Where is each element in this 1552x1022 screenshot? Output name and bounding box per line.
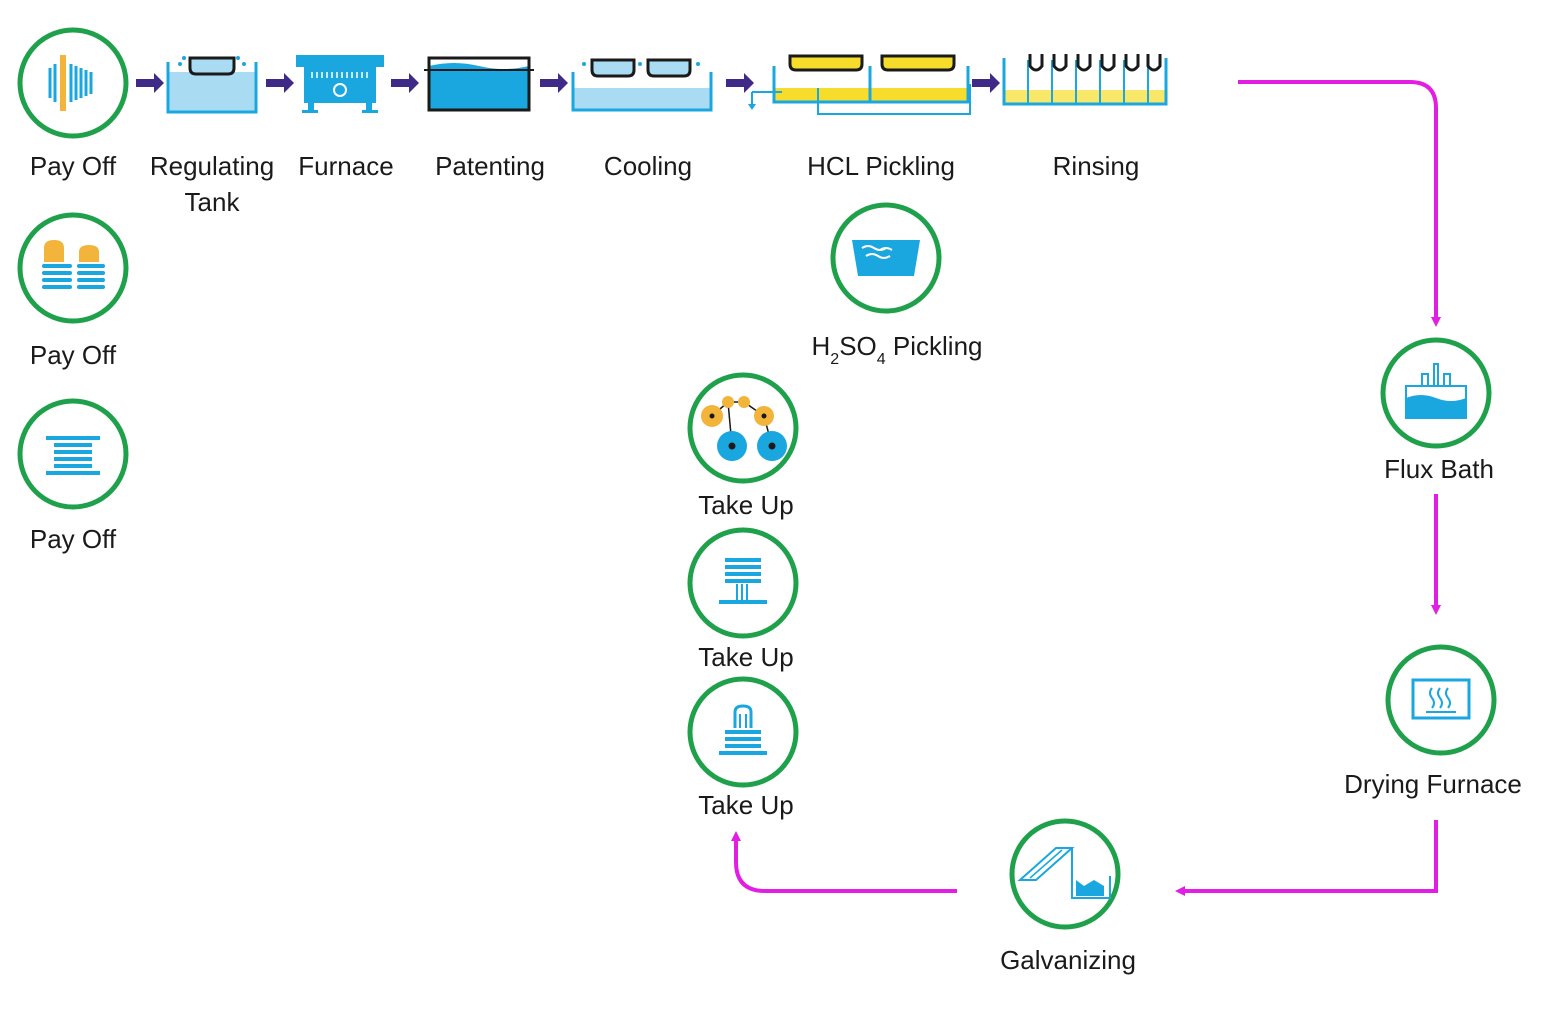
take-up-capstan-icon — [687, 372, 799, 484]
rinsing-label: Rinsing — [1052, 151, 1140, 181]
hcl-pickling-label: HCL Pickling — [807, 151, 955, 181]
patenting-tank-icon — [424, 56, 534, 112]
patenting-label: Patenting — [435, 151, 545, 181]
pay-off-label-3: Pay Off — [29, 524, 117, 554]
hcl-pickling-tank-icon — [748, 54, 971, 115]
regulating-tank-label: Regulating Tank — [149, 151, 275, 217]
flow-arrows — [731, 80, 1441, 896]
cooling-tank-icon — [571, 58, 713, 112]
rinsing-tank-icon — [1002, 54, 1168, 106]
step-arrows — [136, 73, 1000, 93]
h2so4-pickling-label: H2SO4 Pickling — [811, 331, 983, 368]
h2so4-pickling-icon — [830, 202, 942, 314]
flux-bath-label: Flux Bath — [1384, 454, 1494, 484]
flux-bath-icon — [1380, 337, 1492, 449]
drying-furnace-icon — [1385, 644, 1497, 756]
galvanizing-label: Galvanizing — [1000, 945, 1136, 975]
pay-off-label-2: Pay Off — [29, 340, 117, 370]
take-up-stacker-icon — [687, 527, 799, 639]
take-up-label-2: Take Up — [698, 642, 794, 672]
pay-off-label-1: Pay Off — [29, 151, 117, 181]
take-up-label-1: Take Up — [698, 490, 794, 520]
take-up-label-3: Take Up — [698, 790, 794, 820]
drying-furnace-label: Drying Furnace — [1344, 769, 1522, 799]
pay-off-spool-icon — [17, 27, 129, 139]
furnace-icon — [296, 55, 384, 113]
regulating-tank-icon — [166, 56, 258, 114]
pay-off-coils-icon — [17, 212, 129, 324]
galvanizing-icon — [1009, 818, 1121, 930]
pay-off-coil-icon — [17, 398, 129, 510]
take-up-coiler-icon — [687, 676, 799, 788]
furnace-label: Furnace — [298, 151, 394, 181]
cooling-label: Cooling — [603, 151, 693, 181]
